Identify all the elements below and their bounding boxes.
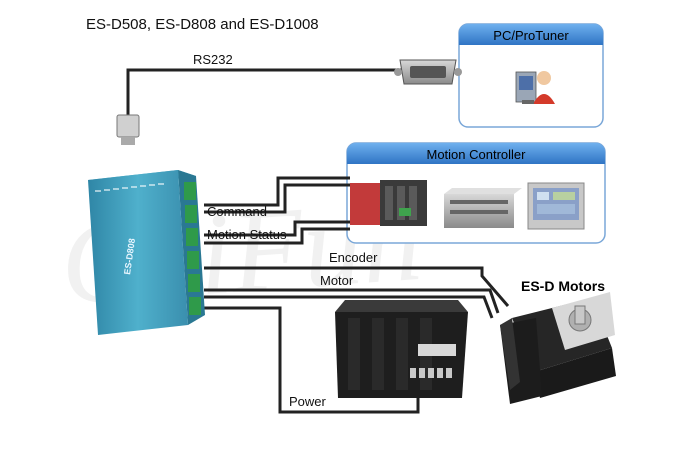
- rs232-connector-icon: [394, 59, 462, 85]
- power-cable: [190, 306, 420, 414]
- rs232-label: RS232: [193, 52, 233, 67]
- encoder-label: Encoder: [329, 250, 378, 265]
- plc-icon: [350, 180, 427, 226]
- es-d-motor-icon: [500, 292, 616, 404]
- diagram-title: ES-D508, ES-D808 and ES-D1008: [86, 16, 319, 33]
- command-cable: [204, 176, 350, 207]
- motor-cable: [204, 288, 500, 314]
- es-d-drive: ES-D808: [88, 170, 205, 335]
- cables: [126, 68, 510, 414]
- pc-box: PC/ProTuner: [458, 23, 604, 128]
- rs232-cable: [126, 68, 405, 116]
- terminal-block: [184, 182, 201, 315]
- motion-controller-box: Motion Controller: [346, 142, 606, 244]
- command-cable-2: [204, 183, 350, 214]
- motion-controller-header: Motion Controller: [427, 147, 527, 162]
- power-label: Power: [289, 394, 327, 409]
- encoder-cable: [204, 266, 510, 307]
- industrial-pc-icon: [444, 188, 522, 228]
- hmi-panel-icon: [527, 182, 585, 230]
- motor-label: Motor: [320, 273, 354, 288]
- motor-cable-2: [204, 295, 494, 319]
- motion-status-cable: [204, 220, 350, 237]
- pc-box-header: PC/ProTuner: [493, 28, 569, 43]
- motion-status-cable-2: [204, 227, 350, 245]
- serial-adapter-icon: [116, 114, 140, 145]
- power-supply-icon: [335, 300, 468, 398]
- motors-label: ES-D Motors: [521, 278, 605, 294]
- motion-status-label: Motion Status: [207, 227, 287, 242]
- command-label: Command: [207, 204, 267, 219]
- computer-user-icon: [515, 71, 555, 104]
